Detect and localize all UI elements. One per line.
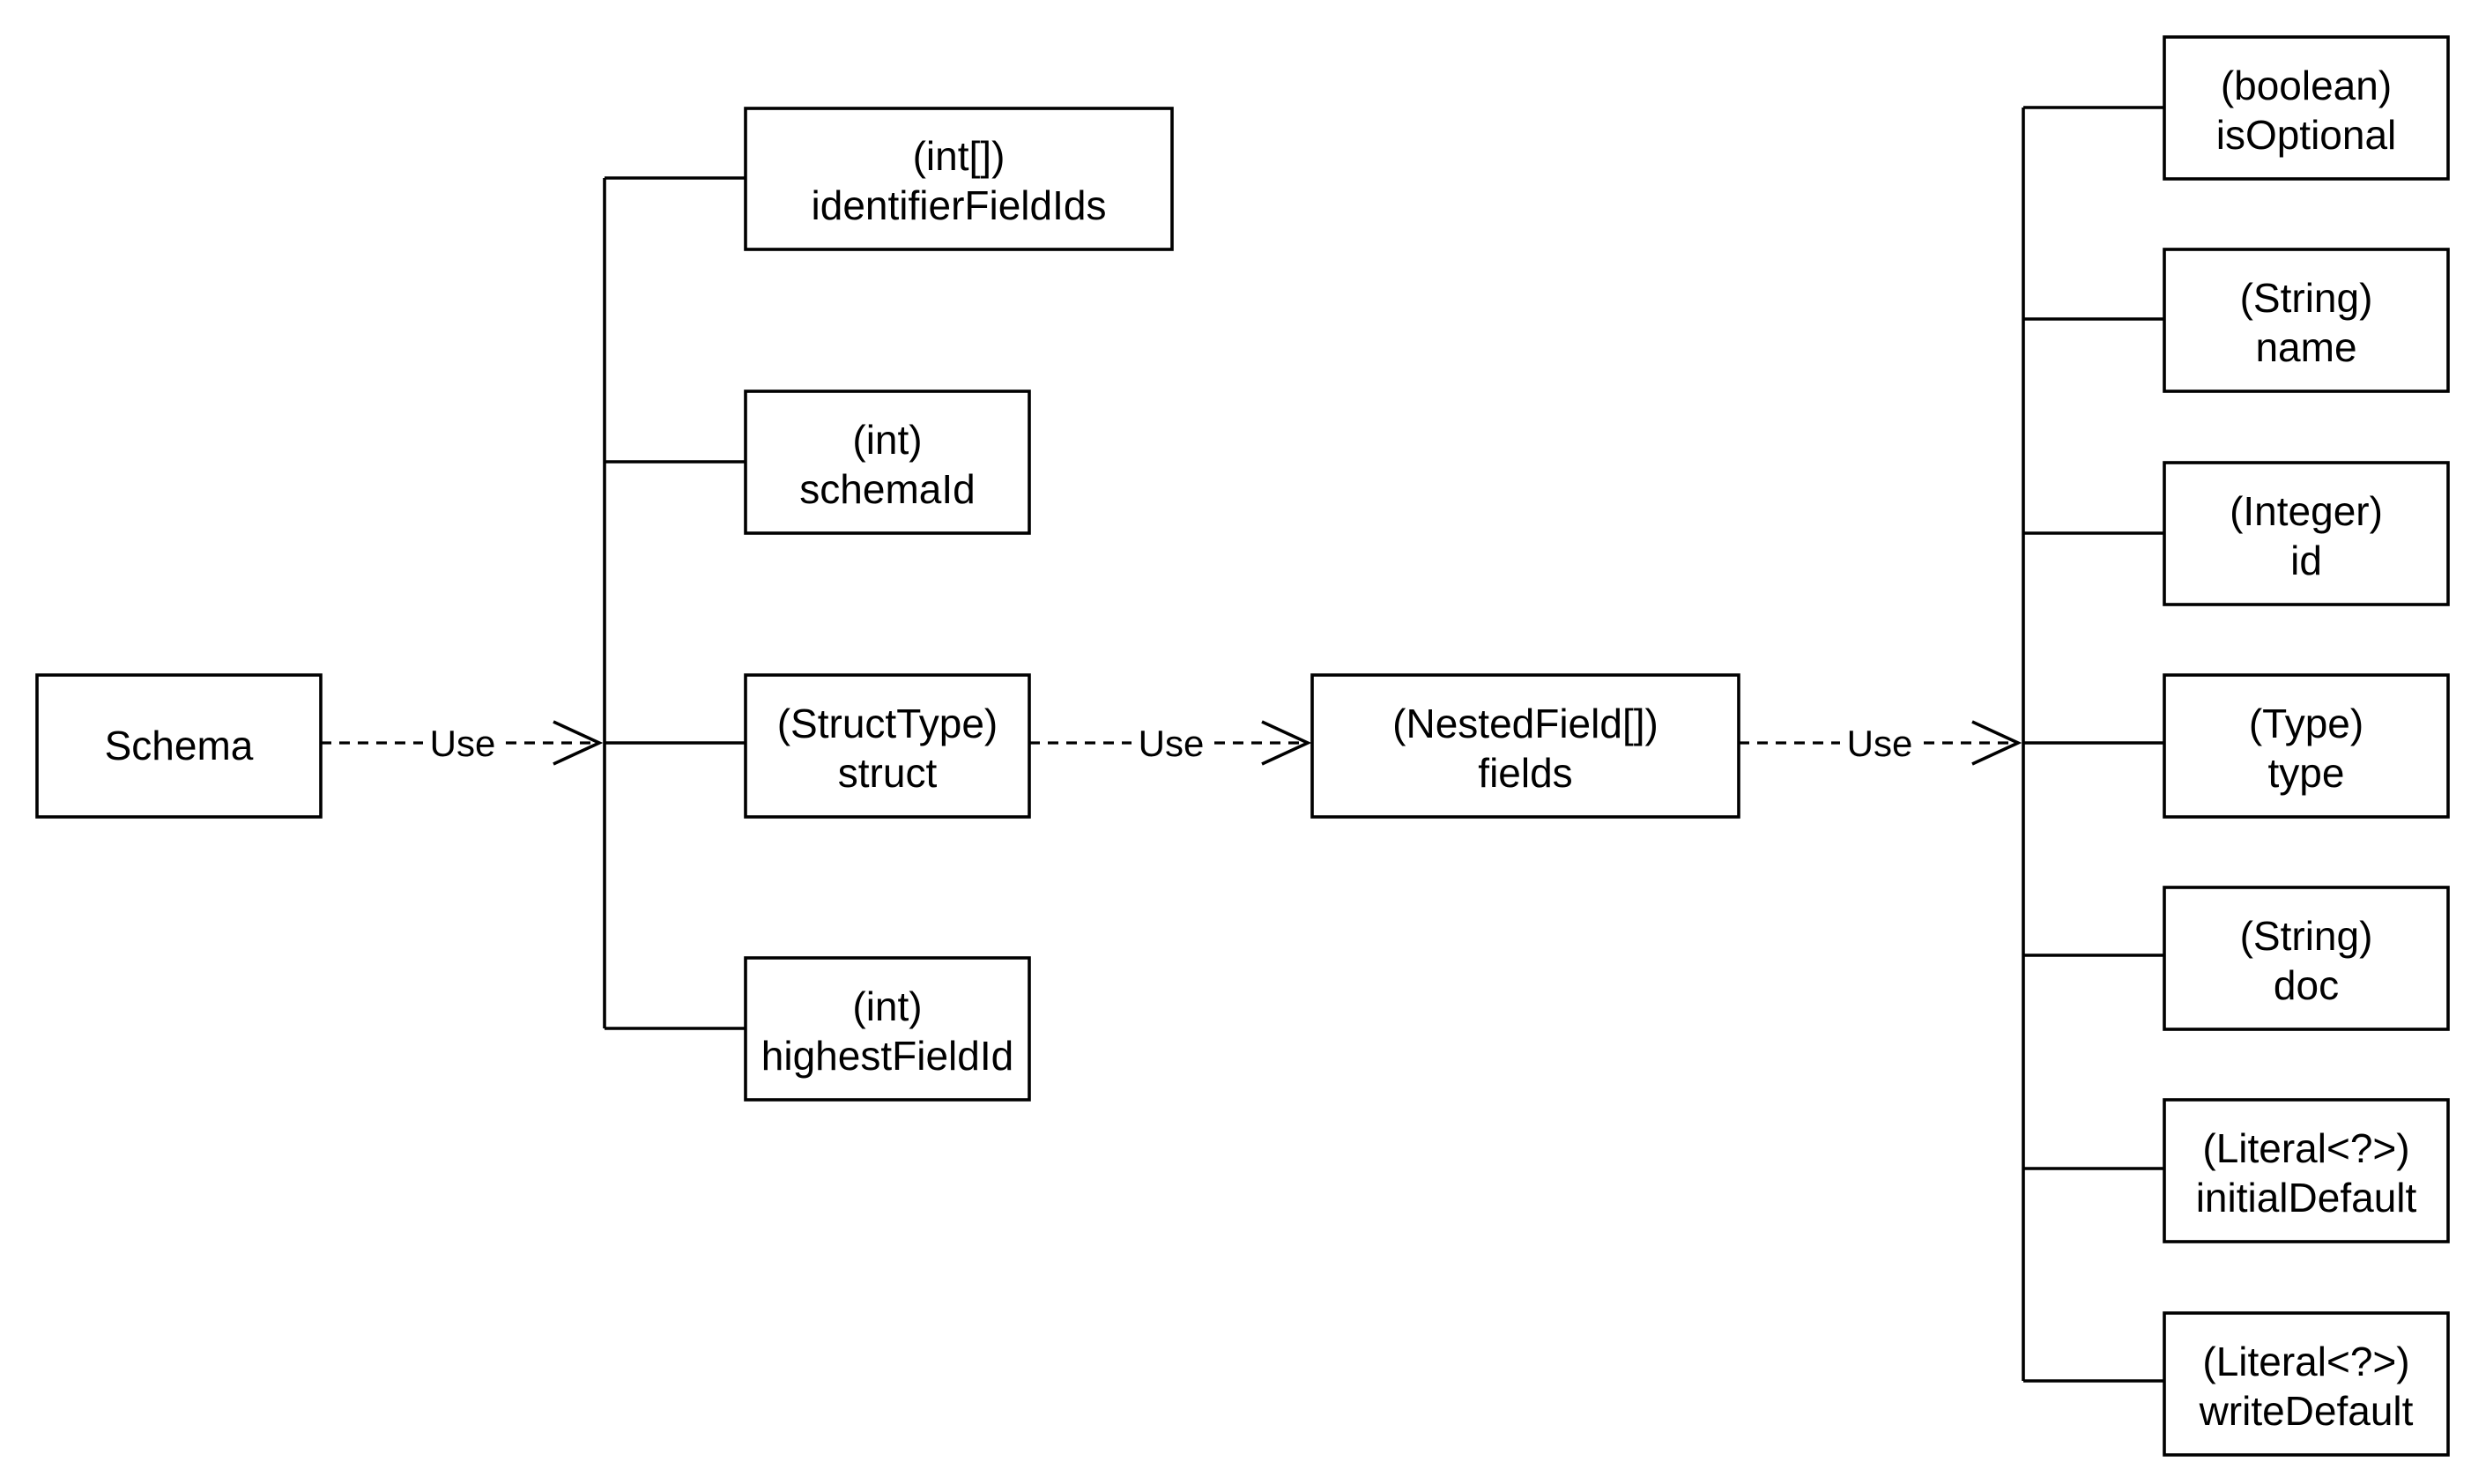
struct-name: struct <box>838 750 938 796</box>
doc-name: doc <box>2274 962 2339 1008</box>
initial-default-type: (Literal<?>) <box>2202 1125 2409 1171</box>
schema-id-type: (int) <box>852 417 922 463</box>
is-optional-type: (boolean) <box>2221 63 2392 108</box>
struct-use-label: Use <box>1139 723 1205 764</box>
schema-node-label: Schema <box>105 723 254 768</box>
highest-field-id-name: highestFieldId <box>761 1033 1013 1079</box>
fields-name: fields <box>1478 750 1572 796</box>
struct-use-edge: Use <box>1029 720 1312 766</box>
identifier-field-ids-type: (int[]) <box>913 133 1005 179</box>
highest-field-id-type: (int) <box>852 983 922 1029</box>
is-optional-node: (boolean) isOptional <box>2163 35 2450 181</box>
highest-field-id-node: (int) highestFieldId <box>744 956 1031 1102</box>
type-node: (Type) type <box>2163 673 2450 819</box>
type-name: type <box>2268 750 2345 796</box>
schema-node: Schema <box>35 673 323 819</box>
name-node: (String) name <box>2163 248 2450 393</box>
id-type: (Integer) <box>2230 488 2383 534</box>
name-type: (String) <box>2240 275 2373 321</box>
fields-type: (NestedField[]) <box>1392 701 1658 746</box>
doc-type: (String) <box>2240 913 2373 959</box>
schema-id-name: schemaId <box>799 466 975 512</box>
name-name: name <box>2255 324 2356 370</box>
id-node: (Integer) id <box>2163 461 2450 606</box>
fields-node: (NestedField[]) fields <box>1310 673 1740 819</box>
fields-use-label: Use <box>1847 723 1913 764</box>
write-default-name: writeDefault <box>2199 1388 2414 1434</box>
struct-type: (StructType) <box>777 701 998 746</box>
struct-node: (StructType) struct <box>744 673 1031 819</box>
write-default-node: (Literal<?>) writeDefault <box>2163 1311 2450 1457</box>
type-type: (Type) <box>2249 701 2363 746</box>
initial-default-name: initialDefault <box>2196 1175 2417 1221</box>
schema-use-label: Use <box>430 723 496 764</box>
id-name: id <box>2290 538 2322 583</box>
schema-id-node: (int) schemaId <box>744 390 1031 535</box>
initial-default-node: (Literal<?>) initialDefault <box>2163 1098 2450 1243</box>
fields-use-edge: Use <box>1739 720 2022 766</box>
is-optional-name: isOptional <box>2216 112 2397 158</box>
fields-branch-tree <box>2022 106 2164 1383</box>
identifier-field-ids-node: (int[]) identifierFieldIds <box>744 107 1174 251</box>
schema-branch-tree <box>603 176 746 1030</box>
identifier-field-ids-name: identifierFieldIds <box>812 182 1107 228</box>
write-default-type: (Literal<?>) <box>2202 1339 2409 1384</box>
schema-use-edge: Use <box>321 720 604 766</box>
doc-node: (String) doc <box>2163 886 2450 1031</box>
